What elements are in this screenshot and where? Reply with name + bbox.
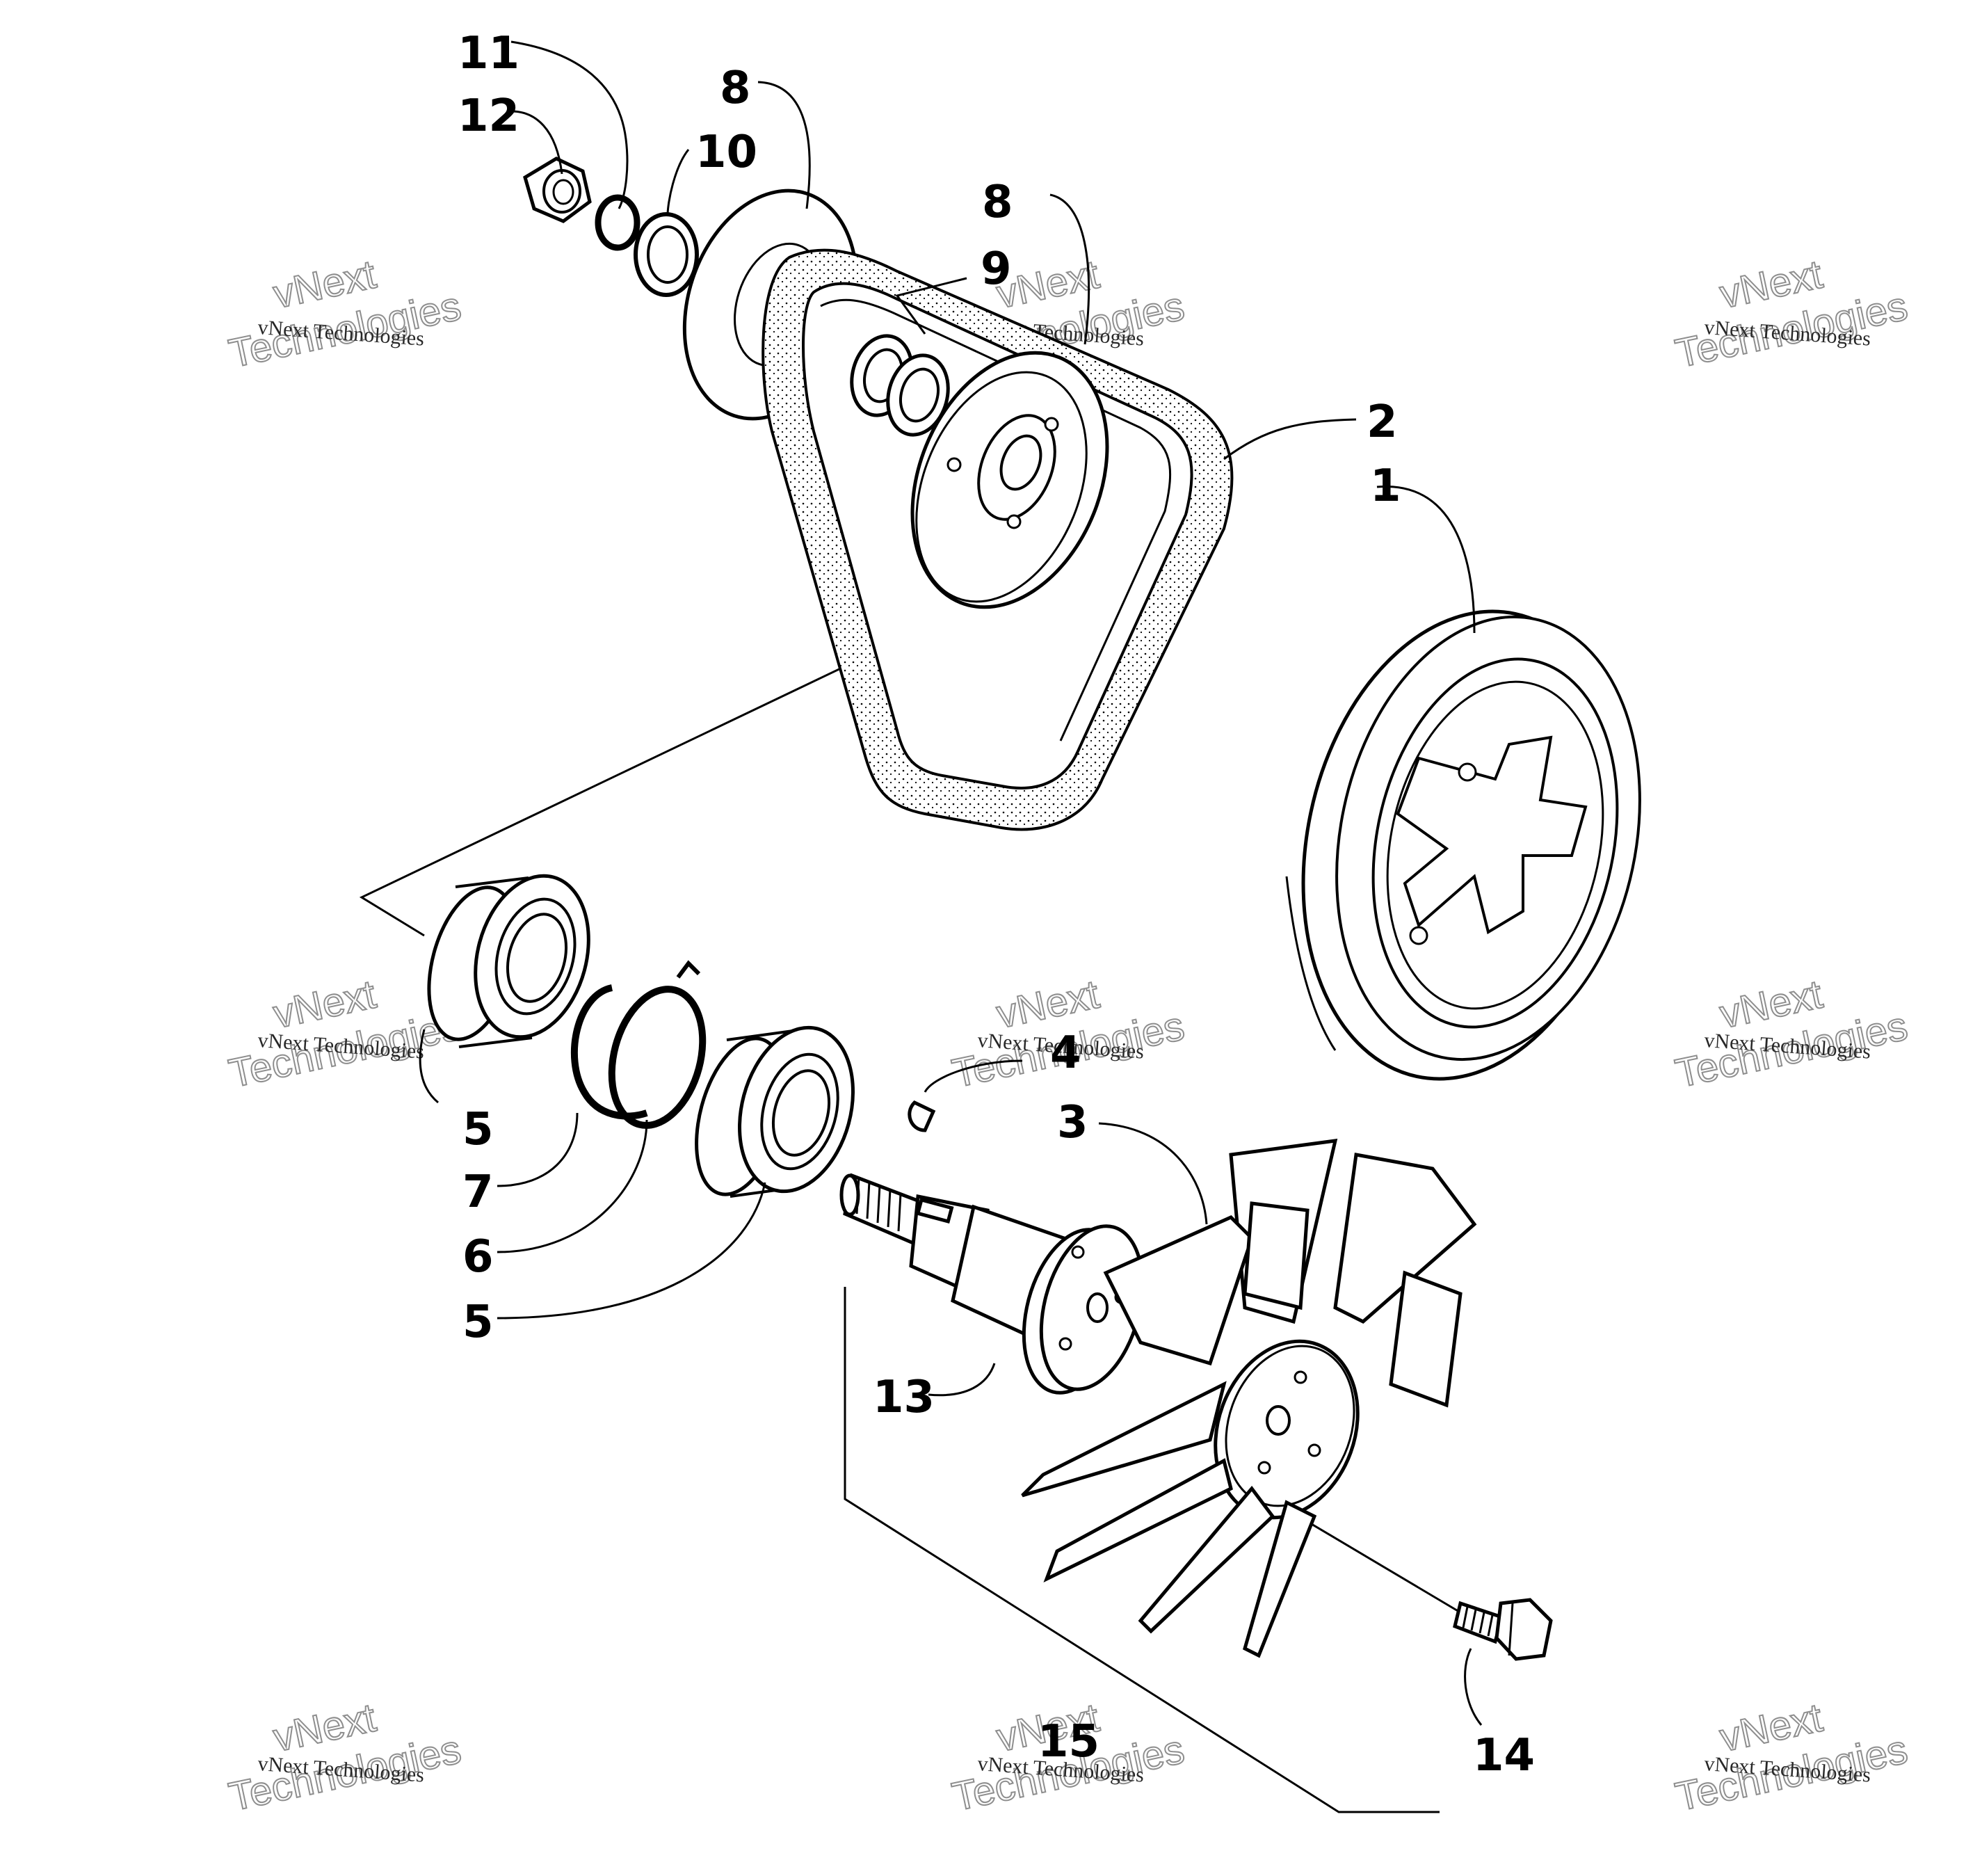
watermark: vNext Technologies — [225, 251, 466, 378]
callout-label: 1 — [1370, 460, 1401, 512]
callout-label: 7 — [462, 1167, 494, 1218]
pulley-half-inner — [910, 351, 1109, 609]
callout-label: 8 — [982, 177, 1013, 228]
leader-lines — [419, 40, 1483, 1726]
spacer-rings — [850, 334, 950, 437]
callout-label: 10 — [695, 127, 757, 178]
bearing-upper — [427, 874, 590, 1048]
fan-shaft — [839, 1173, 1145, 1395]
hex-nut — [523, 157, 592, 223]
watermark: vNext Technologies — [225, 971, 466, 1098]
callout-label: 2 — [1367, 396, 1398, 448]
woodruff-key — [908, 1100, 936, 1132]
callout-label: 5 — [462, 1297, 494, 1348]
callout-label: 5 — [462, 1104, 494, 1155]
callout-label: 12 — [458, 90, 519, 142]
flat-washer — [634, 212, 699, 297]
callout-label: 6 — [462, 1231, 494, 1283]
callout-labels: 11 12 8 10 8 9 2 1 5 4 3 7 6 5 13 15 14 — [458, 28, 1535, 1781]
callout-label: 15 — [1038, 1716, 1099, 1767]
callout-label: 4 — [1050, 1027, 1081, 1079]
bearing-lower — [695, 1025, 855, 1198]
watermark: vNext Technologies — [1671, 251, 1912, 378]
watermark: vNext Technologies — [1671, 1694, 1912, 1821]
retaining-ring — [608, 960, 707, 1129]
watermark: vNext Technologies — [1671, 971, 1912, 1098]
watermark: vNext Technologies — [225, 1694, 466, 1821]
callout-label: 8 — [720, 63, 751, 114]
hex-bolt — [1453, 1598, 1553, 1661]
large-pulley — [1285, 609, 1641, 1081]
callout-label: 11 — [458, 28, 519, 79]
callout-label: 9 — [981, 243, 1012, 295]
cooling-fan — [1021, 1139, 1477, 1658]
callout-label: 13 — [873, 1372, 935, 1423]
callout-label: 14 — [1473, 1730, 1535, 1781]
lock-washer — [595, 194, 640, 251]
callout-label: 3 — [1057, 1097, 1088, 1148]
